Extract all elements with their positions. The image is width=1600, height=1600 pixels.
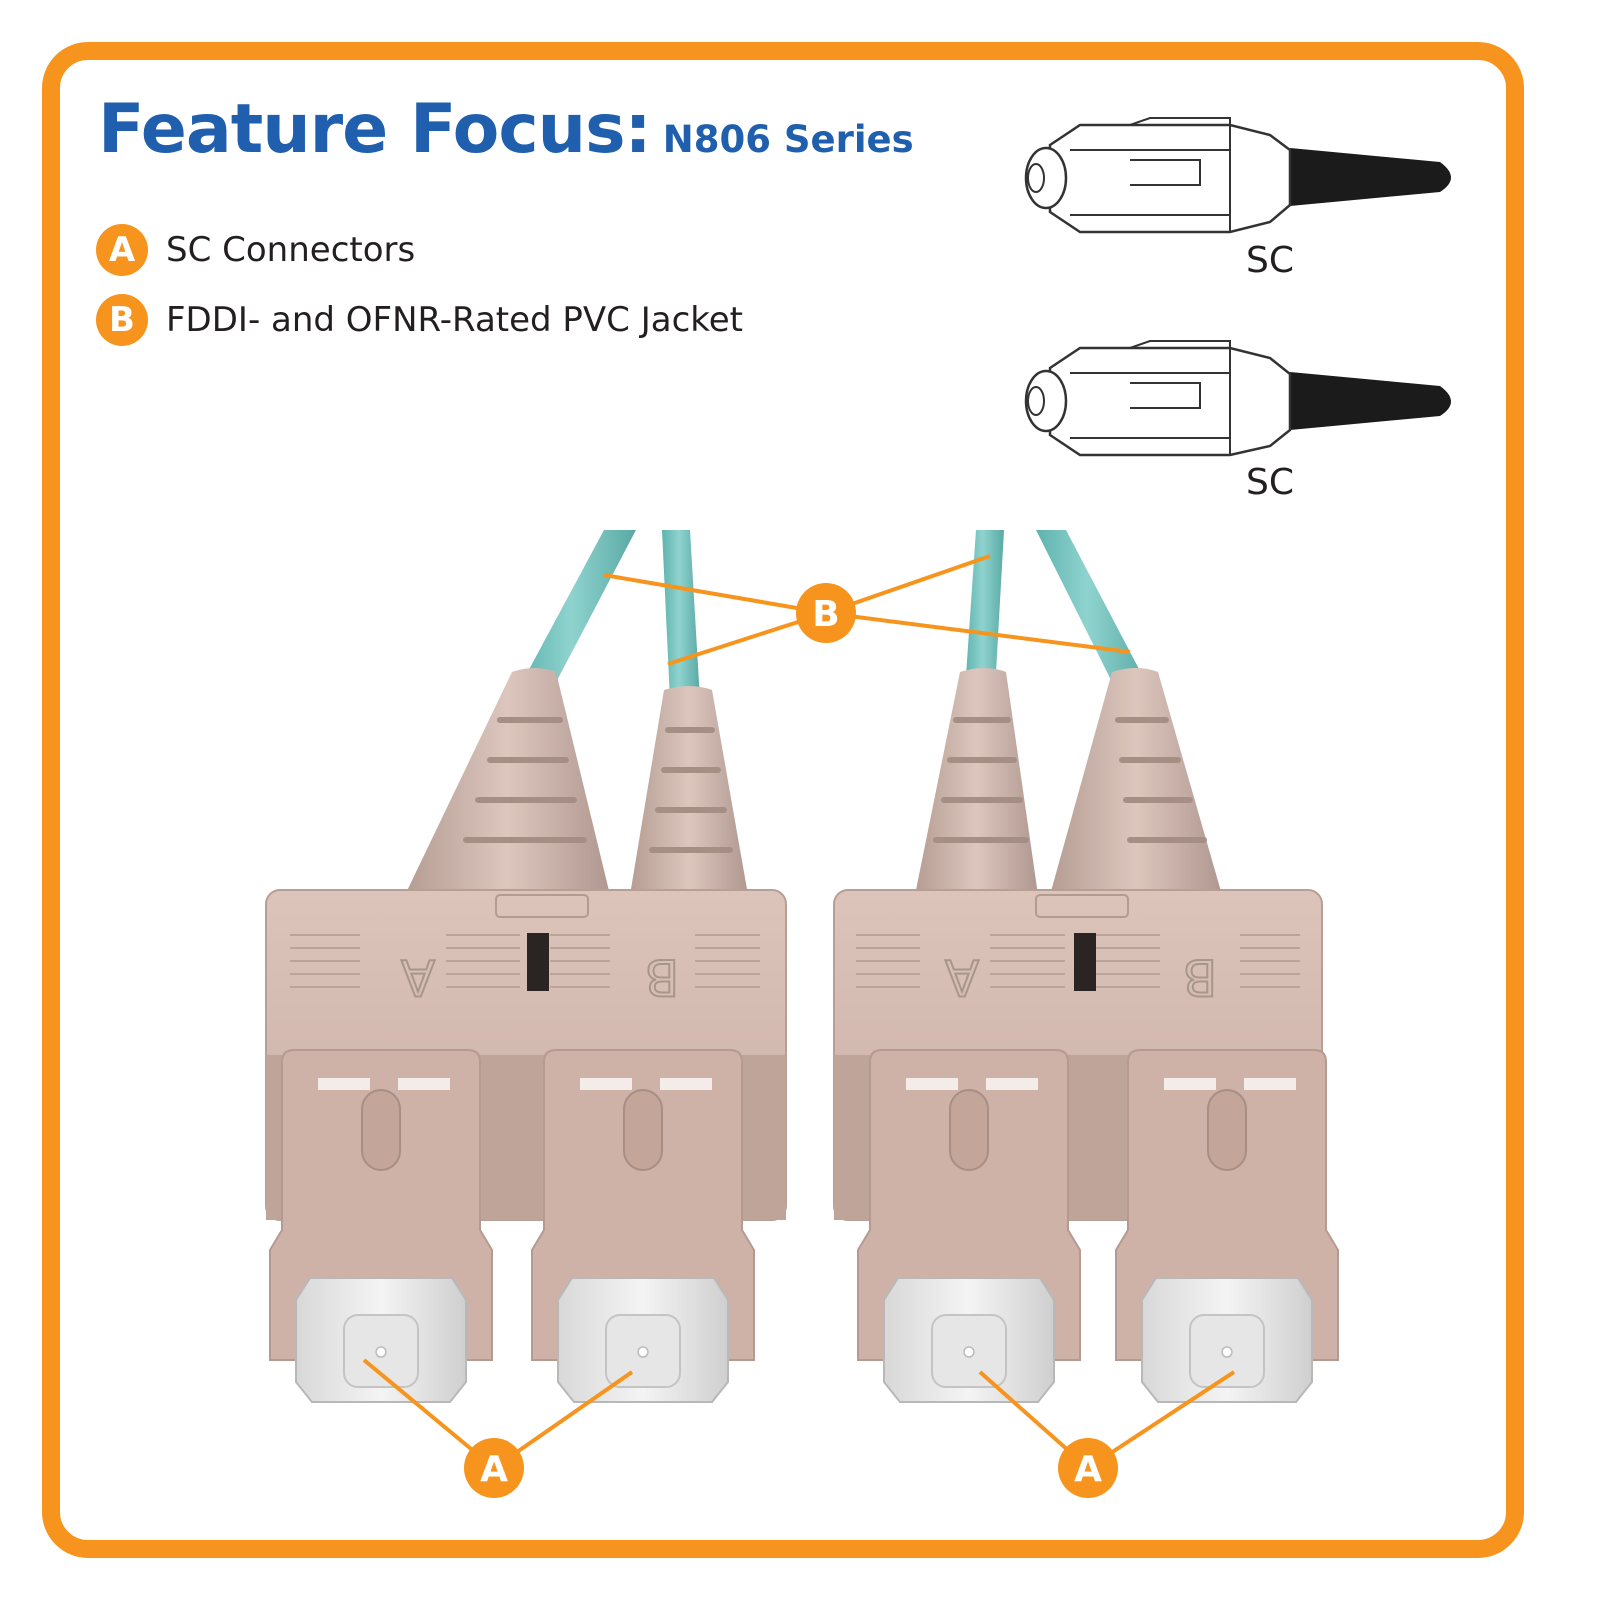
fiber-tip	[1221, 1346, 1233, 1358]
legend-item-b: B FDDI- and OFNR-Rated PVC Jacket	[96, 292, 743, 348]
boot-3	[915, 668, 1038, 895]
callout-b-line-4	[825, 611, 1131, 654]
sc-plug-3	[857, 1049, 1081, 1403]
plug-latch	[1207, 1089, 1247, 1171]
clip-tab-right	[1035, 894, 1129, 918]
clip-tab-left	[495, 894, 589, 918]
strain-relief-boots	[405, 668, 1222, 895]
plug-highlight	[398, 1078, 450, 1090]
connector-detail	[1070, 117, 1231, 232]
feature-legend: A SC Connectors B FDDI- and OFNR-Rated P…	[96, 222, 743, 362]
sc-plugs	[269, 1049, 1339, 1403]
boot-4	[1050, 668, 1222, 895]
sc-label-top: SC	[1246, 240, 1294, 281]
sc-line-drawing-bottom: SC	[1024, 340, 1451, 503]
plug-latch	[361, 1089, 401, 1171]
plug-highlight	[1164, 1078, 1216, 1090]
callout-a-right-label: A	[1074, 1449, 1102, 1490]
cable-1	[518, 530, 636, 690]
sc-plug-4	[1115, 1049, 1339, 1403]
badge-a: A	[96, 224, 148, 276]
boot-1	[405, 668, 610, 895]
plug-highlight	[1244, 1078, 1296, 1090]
ferrule-tip-drawing	[1027, 163, 1045, 193]
plug-highlight	[318, 1078, 370, 1090]
connector-detail	[1070, 340, 1231, 455]
clip-grooves-left	[290, 934, 760, 988]
plug-marking-b-left: B	[645, 948, 679, 1006]
plug-highlight	[986, 1078, 1038, 1090]
callout-b: B	[796, 583, 856, 643]
title-series: N806 Series	[662, 118, 914, 161]
cable-boot-drawing	[1290, 372, 1451, 430]
clip-grooves-right	[856, 934, 1300, 988]
callout-b-circle	[796, 583, 856, 643]
sc-line-drawing-top: SC	[1024, 117, 1451, 281]
callout-a-left-circle	[464, 1438, 524, 1498]
cable-3	[965, 530, 1004, 690]
fiber-tip	[963, 1346, 975, 1358]
legend-text-a: SC Connectors	[166, 230, 416, 270]
sc-plug-1	[269, 1049, 493, 1403]
cable-4	[1036, 530, 1150, 690]
callout-b-label: B	[812, 594, 839, 635]
plug-marking-a-right: A	[945, 948, 979, 1006]
sc-plug-2	[531, 1049, 755, 1403]
legend-item-a: A SC Connectors	[96, 222, 743, 278]
plug-marking-a-left: A	[401, 948, 435, 1006]
plug-highlight	[580, 1078, 632, 1090]
plug-latch	[949, 1089, 989, 1171]
plug-highlight	[906, 1078, 958, 1090]
legend-text-b: FDDI- and OFNR-Rated PVC Jacket	[166, 300, 744, 340]
clip-slot-right	[1074, 933, 1096, 991]
callout-b-line-1	[603, 573, 827, 615]
badge-b: B	[96, 294, 148, 346]
boot-ribs	[463, 717, 1207, 853]
boot-2	[630, 686, 748, 895]
plug-latch	[623, 1089, 663, 1171]
page-title: Feature Focus:N806 Series	[98, 90, 914, 169]
cable-2	[662, 530, 700, 700]
callout-a-left: A	[464, 1438, 524, 1498]
cable-boot-drawing	[1290, 148, 1451, 206]
fiber-tip	[375, 1346, 387, 1358]
sc-label-bottom: SC	[1246, 462, 1294, 503]
callout-a-left-label: A	[480, 1449, 508, 1490]
callout-a-right: A	[1058, 1438, 1118, 1498]
callout-a-right-circle	[1058, 1438, 1118, 1498]
plug-highlight	[660, 1078, 712, 1090]
plug-marking-b-right: B	[1183, 948, 1217, 1006]
fiber-tip	[637, 1346, 649, 1358]
clip-slot-left	[527, 933, 549, 991]
ferrule-tip-drawing	[1027, 386, 1045, 416]
title-main: Feature Focus:	[98, 90, 652, 169]
